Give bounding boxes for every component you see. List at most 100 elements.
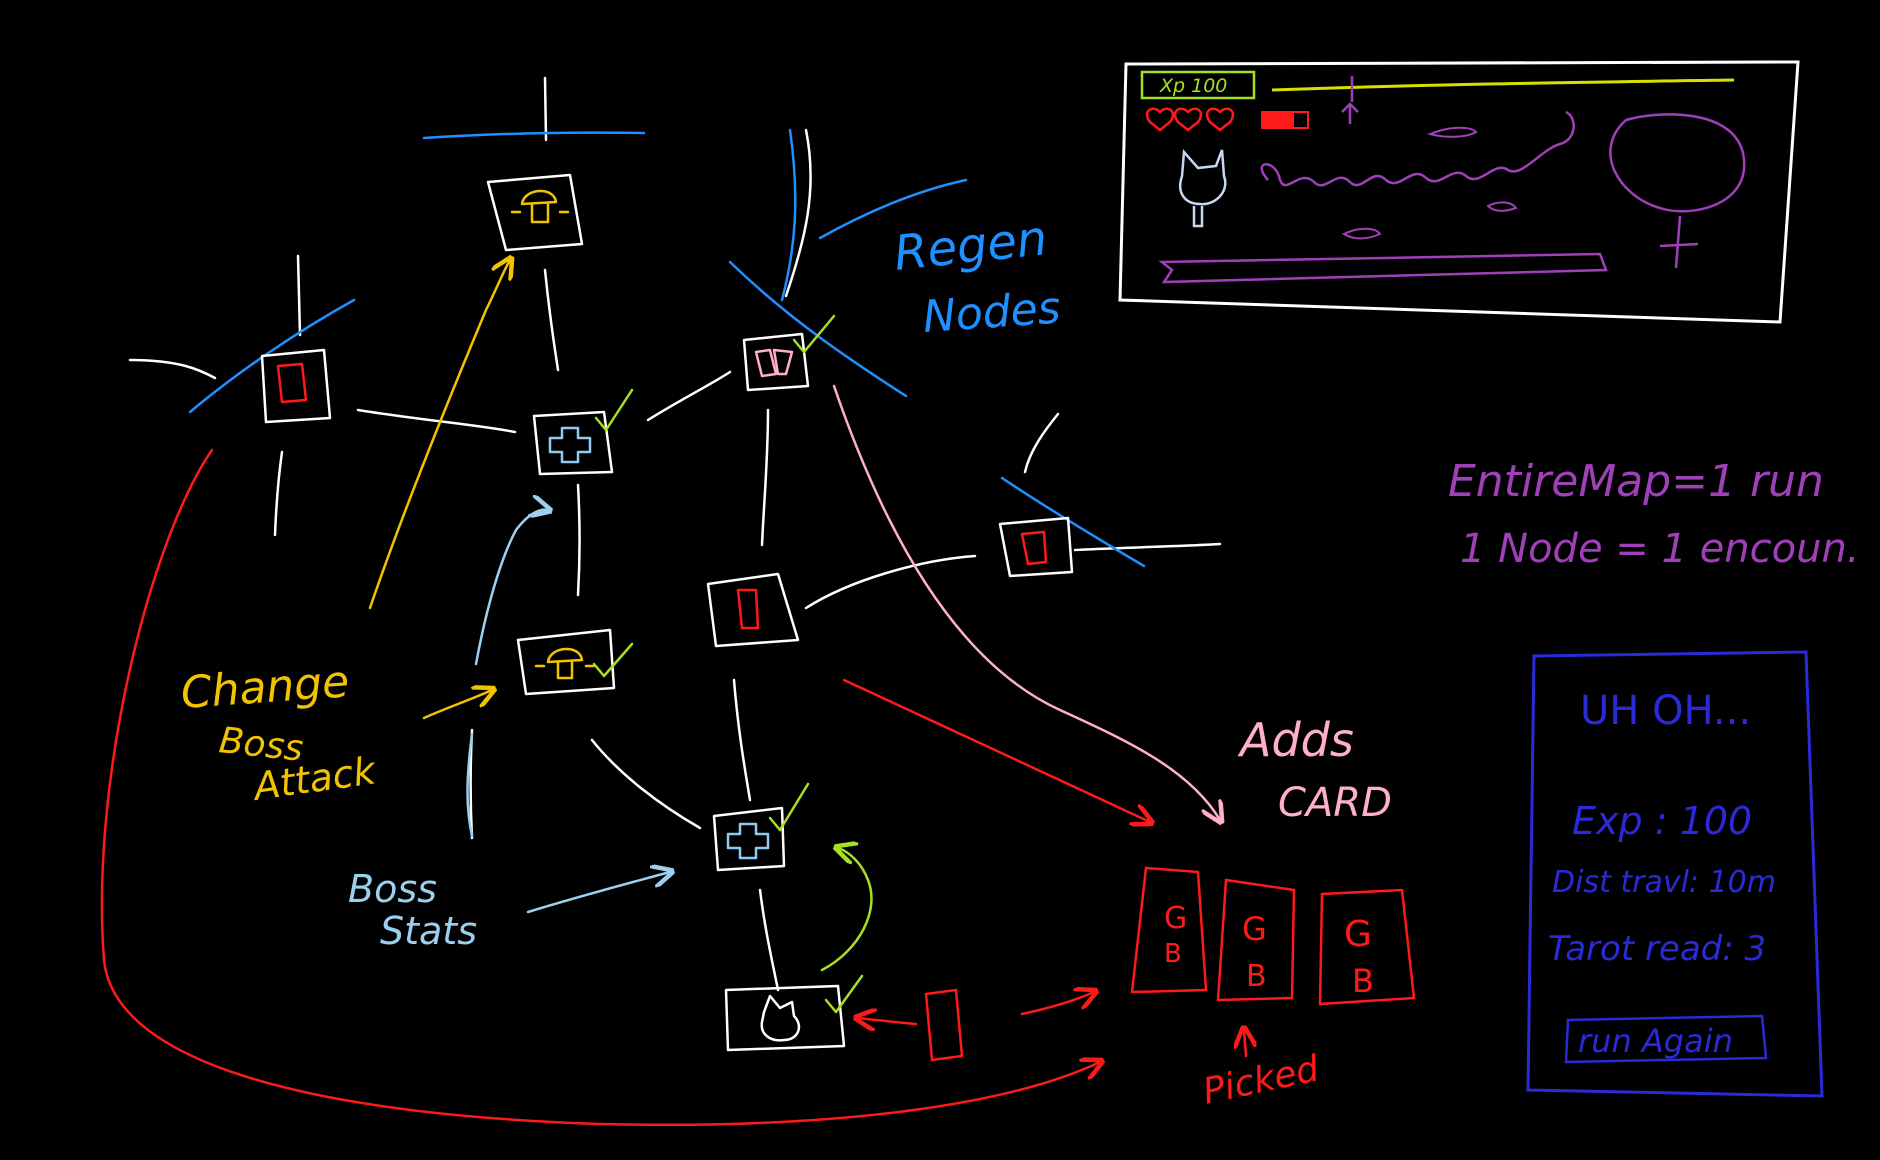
node-boss-mid[interactable] [516, 628, 634, 696]
change-label-2: Boss [217, 720, 305, 770]
map-nodes [260, 173, 1074, 1052]
obstacle-1 [1426, 126, 1478, 138]
node-heal-upper[interactable] [532, 388, 634, 476]
arrow-change-to-boss-mid [422, 690, 492, 720]
arrow-stats-to-heal-upper [474, 510, 548, 666]
gameover-frame [1526, 650, 1824, 1098]
path-center-heallow [732, 678, 752, 802]
reward-card-2[interactable]: G B [1216, 878, 1296, 1002]
regen-label-2: Nodes [921, 282, 1062, 342]
rule-label-2: 1 Node = 1 encoun. [1460, 526, 1860, 572]
heart-icon [1145, 107, 1175, 132]
path-right-up [1023, 412, 1060, 474]
map-paths [128, 76, 1222, 992]
cross-icon [548, 426, 592, 464]
path-center-right [804, 554, 977, 610]
adds-label-2: CARD [1278, 780, 1392, 826]
xp-bar [1271, 78, 1735, 92]
card-1-bottom: B [1164, 939, 1182, 969]
adds-label-1: Adds [1237, 713, 1354, 767]
xp-box [1140, 70, 1256, 100]
gameover-tarot: Tarot read: 3 [1548, 929, 1766, 969]
check-icon [792, 314, 836, 354]
arrow-battle-center-to-cards [842, 678, 1150, 822]
card-icon [736, 588, 760, 630]
card-2-top: G [1242, 910, 1267, 948]
female-symbol-icon [1609, 113, 1746, 269]
gameover-title: UH OH... [1580, 688, 1751, 734]
check-icon [768, 782, 810, 832]
cat-icon [760, 994, 801, 1042]
path-boss-top-up [543, 76, 548, 142]
path-card-center [760, 408, 770, 547]
path-squiggle [1260, 110, 1575, 187]
line-stats-left [466, 732, 474, 838]
node-card-regen[interactable] [742, 314, 836, 392]
node-battle-right[interactable] [998, 516, 1074, 578]
arrow-picked [1244, 1030, 1246, 1058]
regen-line-card-a [728, 260, 908, 398]
card-icon [1020, 530, 1048, 566]
rule-label-1: EntireMap=1 run [1448, 456, 1824, 507]
mushroom-icon [534, 647, 596, 680]
heart-icon [1205, 107, 1235, 132]
path-battle-left-up [296, 254, 302, 337]
path-right-east [1073, 542, 1222, 552]
obstacle-3 [1341, 227, 1382, 240]
card-2-bottom: B [1246, 959, 1267, 994]
hud-panel: Xp 100 [1118, 60, 1800, 324]
regen-line-left [188, 298, 356, 414]
path-heallow-start [758, 888, 780, 992]
arrow-change-to-boss-top [368, 260, 510, 610]
node-battle-center[interactable] [706, 572, 800, 648]
hearts [1145, 107, 1235, 132]
node-heal-lower[interactable] [712, 782, 810, 872]
arrow-stats-to-heal-lower [526, 872, 670, 914]
reward-card-1[interactable]: G B [1130, 866, 1208, 994]
run-again-label: run Again [1578, 1022, 1733, 1060]
arrow-card-to-start [858, 1018, 918, 1024]
check-icon [594, 388, 634, 432]
reward-card-3[interactable]: G B [1318, 888, 1416, 1006]
gameover-panel: UH OH... Exp : 100 Dist travl: 10m Tarot… [1526, 650, 1824, 1098]
node-boss-top[interactable] [486, 173, 584, 252]
change-label-1: Change [179, 656, 351, 719]
path-bossmid-heallow [590, 738, 702, 830]
regen-line-right [1000, 476, 1146, 568]
player-position-arrow [1341, 102, 1359, 124]
regen-line-card-b [780, 128, 797, 302]
hud-frame [1118, 60, 1800, 324]
card-3-bottom: B [1352, 962, 1374, 1000]
path-boss-top-heal [543, 268, 560, 372]
mushroom-icon [510, 189, 570, 224]
picked-label: Picked [1199, 1048, 1323, 1113]
node-start-cat[interactable] [724, 974, 864, 1052]
cross-icon [726, 822, 770, 860]
boss-stats-label-2: Stats [380, 909, 477, 953]
cards-icon [754, 348, 794, 378]
player-cat-icon [1179, 148, 1227, 228]
check-icon [824, 974, 864, 1014]
path-heal-card [646, 370, 732, 422]
arrow-start-to-heal [820, 848, 873, 972]
ground-bar [1158, 252, 1608, 284]
loose-card-icon [924, 988, 964, 1062]
arrow-card-to-cards [1020, 992, 1094, 1016]
check-icon [592, 642, 634, 678]
card-icon [276, 362, 308, 404]
annotation-arrows [100, 260, 1246, 1127]
heart-icon [1173, 107, 1203, 132]
run-again-frame [1564, 1014, 1768, 1064]
path-battle-left-west [128, 358, 217, 380]
boss-stats-label-1: Boss [348, 867, 437, 911]
regen-label-1: Regen [891, 210, 1049, 282]
regen-line-card-c [818, 178, 968, 240]
path-card-up [784, 128, 812, 298]
run-again-button[interactable]: run Again [1564, 1014, 1768, 1064]
card-1-top: G [1164, 901, 1187, 936]
xp-label: Xp 100 [1159, 75, 1227, 97]
node-battle-left[interactable] [260, 348, 332, 424]
arrow-battle-left-to-cards [100, 448, 1100, 1127]
arrow-card-regen-to-cards [832, 384, 1220, 820]
